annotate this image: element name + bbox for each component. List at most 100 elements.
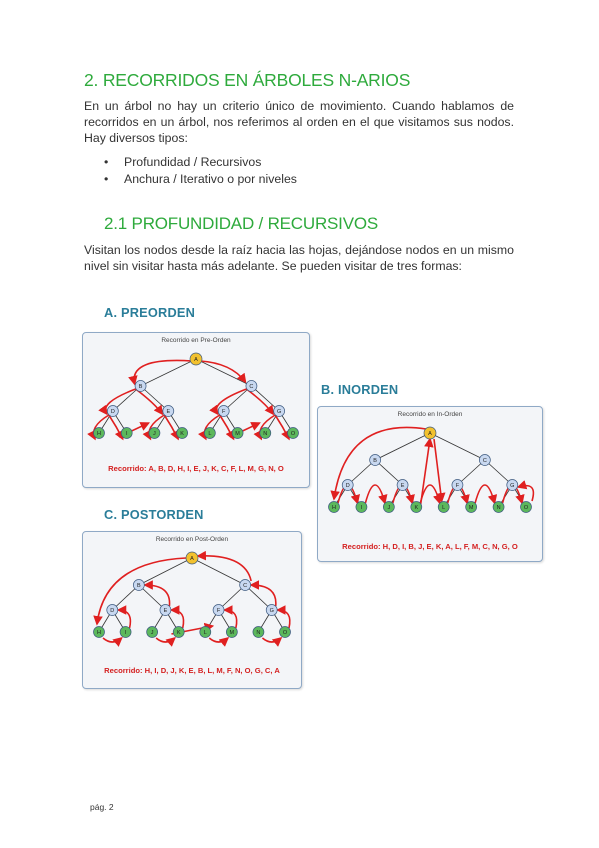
leaf-node [410, 501, 423, 513]
leaf-node-label: H [332, 505, 336, 511]
tree-node [451, 479, 464, 491]
tree-node [273, 405, 285, 417]
leaf-node-label: L [442, 505, 445, 511]
tree-edge [138, 557, 193, 586]
section-title: 2. RECORRIDOS EN ÁRBOLES N-ARIOS [84, 70, 411, 90]
traversal-arrow [155, 636, 176, 647]
tree-edge [374, 432, 431, 461]
leaf-node [176, 427, 188, 439]
leaf-node [199, 626, 212, 638]
tree-node [162, 405, 175, 417]
tree-node [506, 479, 519, 491]
leaf-node [520, 501, 532, 513]
root-node-label: A [190, 556, 194, 562]
list-item: Anchura / Iterativo o por niveles [104, 171, 297, 188]
leaf-node-label: H [97, 431, 101, 437]
traversal-arrow [274, 414, 290, 441]
leaf-node-label: M [469, 505, 474, 511]
traversal-arrow [142, 414, 165, 441]
leaf-node [465, 501, 477, 513]
leaf-node [93, 427, 105, 439]
leaf-node-label: O [291, 431, 296, 437]
tree-node [159, 604, 172, 616]
tree-node-label: E [164, 608, 168, 614]
traversal-arrow [364, 484, 388, 505]
leaf-node [437, 501, 450, 513]
traversal-arrow [108, 414, 124, 441]
leaf-node [172, 626, 185, 638]
traversal-arrow [222, 605, 238, 629]
tree-node [239, 579, 251, 591]
tree-node-label: E [401, 483, 405, 489]
traversal-arrow [196, 550, 252, 582]
traversal-arrow [249, 580, 277, 607]
leaf-node [492, 501, 505, 513]
tree-edge [374, 459, 403, 486]
tree-node-label: E [166, 409, 170, 415]
tree-edge [457, 459, 486, 486]
leaf-node-label: M [235, 431, 240, 437]
page-number: pág. 2 [90, 802, 114, 812]
traversal-arrow [116, 605, 132, 629]
traversal-arrow [197, 414, 221, 441]
traversal-arrow [93, 557, 187, 626]
traversal-arrow [474, 484, 498, 505]
traversal-arrow [102, 636, 123, 647]
leaf-node-label: L [208, 431, 211, 437]
preorden-panel-title: Recorrido en Pre-Orden [161, 337, 231, 344]
leaf-node-label: I [125, 630, 127, 636]
traversal-arrow [253, 414, 276, 441]
tree-node [396, 479, 409, 491]
traversal-arrow [143, 580, 171, 607]
leaf-node [146, 626, 158, 638]
postorden-heading: C. POSTORDEN [104, 507, 204, 522]
postorden-sequence: Recorrido: H, I, D, J, K, E, B, L, M, F,… [104, 666, 280, 675]
tree-node [479, 454, 491, 466]
tree-node-label: F [456, 483, 460, 489]
leaf-node [328, 501, 340, 513]
postorden-panel-title: Recorrido en Post-Orden [155, 536, 229, 543]
tree-node-label: B [139, 384, 143, 390]
leaf-node [259, 427, 272, 439]
tree-node [369, 454, 381, 466]
traversal-arrow [261, 636, 283, 647]
traversal-arrow [433, 438, 446, 503]
preorden-heading: A. PREORDEN [104, 305, 196, 320]
tree-node-label: B [373, 458, 377, 464]
leaf-node [119, 626, 132, 638]
traversal-arrow [209, 388, 247, 416]
tree-edge [195, 358, 252, 387]
traversal-arrow [87, 414, 110, 441]
traversal-arrow [276, 605, 291, 629]
tree-node [341, 479, 354, 491]
leaf-node-label: L [204, 630, 207, 636]
leaf-node [93, 626, 105, 638]
tree-node-label: F [217, 608, 221, 614]
tree-node-label: D [110, 608, 114, 614]
leaf-node-label: N [256, 630, 260, 636]
leaf-node [287, 427, 299, 439]
leaf-node [120, 427, 133, 439]
root-node-label: A [194, 357, 198, 363]
traversal-arrow [128, 359, 193, 386]
leaf-node-label: O [283, 630, 288, 636]
traversal-arrow [199, 360, 247, 384]
tree-node [212, 604, 225, 616]
tree-node [106, 604, 119, 616]
tree-node-label: G [510, 483, 514, 489]
leaf-node-label: J [387, 505, 390, 511]
intro-paragraph: En un árbol no hay un criterio único de … [84, 99, 514, 145]
traversal-types-list: Profundidad / Recursivos Anchura / Itera… [104, 154, 297, 188]
leaf-node [279, 626, 291, 638]
tree-node [133, 579, 145, 591]
list-item: Profundidad / Recursivos [104, 154, 297, 171]
leaf-node [252, 626, 265, 638]
root-node-label: A [428, 431, 432, 437]
traversal-arrow [98, 388, 136, 416]
